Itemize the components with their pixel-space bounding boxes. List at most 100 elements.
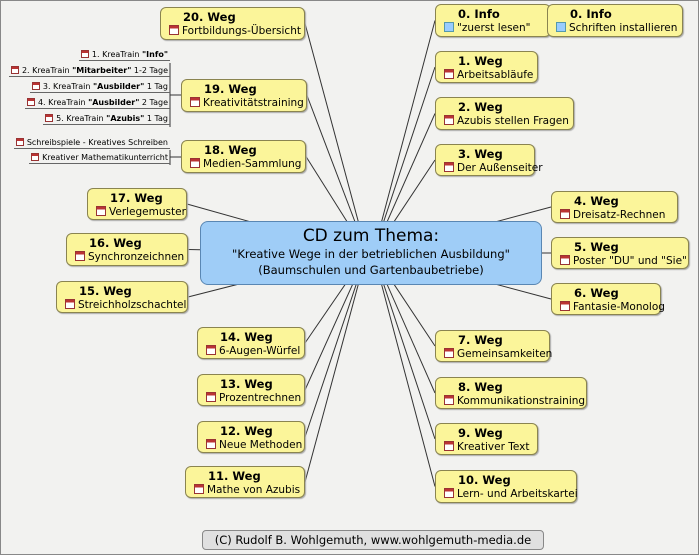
- topic-label: Streichholzschachtel: [78, 299, 187, 311]
- pdf-document-icon: [75, 251, 85, 261]
- topic-label: 6-Augen-Würfel: [219, 345, 301, 357]
- topic-title: 9. Weg: [458, 426, 503, 440]
- subtopic-text: 1. KreaTrain: [91, 50, 143, 59]
- pdf-document-icon: [444, 115, 454, 125]
- pdf-document-icon: [560, 301, 570, 311]
- subtopic-item[interactable]: Schreibspiele - Kreatives Schreiben: [13, 138, 170, 149]
- connector-line: [304, 252, 368, 483]
- pdf-document-icon: [444, 69, 454, 79]
- topic-title: 5. Weg: [574, 240, 619, 254]
- pdf-document-icon: [10, 66, 19, 74]
- subtopic-text: Schreibspiele - Kreatives Schreiben: [26, 138, 168, 147]
- subtopic-item[interactable]: 5. KreaTrain "Azubis" 1 Tag: [43, 114, 170, 125]
- pdf-document-icon: [206, 439, 216, 449]
- subtopic-item[interactable]: 3. KreaTrain "Ausbilder" 1 Tag: [29, 82, 170, 93]
- connector-line: [304, 23, 368, 254]
- topic-title: 4. Weg: [574, 194, 619, 208]
- subtopic-text: Kreativer Mathematikunterricht: [42, 153, 168, 162]
- pdf-document-icon: [80, 50, 89, 58]
- central-subtitle-2: (Baumschulen und Gartenbaubetriebe): [258, 263, 484, 277]
- pdf-document-icon: [560, 209, 570, 219]
- topic-label: Fortbildungs-Übersicht: [182, 25, 301, 37]
- subtopic-item[interactable]: 1. KreaTrain "Info": [78, 50, 170, 61]
- topic-label: Neue Methoden: [219, 439, 303, 451]
- subtopic-suffix: 1-2 Tage: [131, 66, 168, 75]
- topic-label: Verlegemuster: [109, 206, 186, 218]
- pdf-document-icon: [169, 25, 179, 35]
- subtopic-item[interactable]: Kreativer Mathematikunterricht: [29, 153, 170, 164]
- subtopic-bold: "Ausbilder": [88, 98, 140, 107]
- pdf-document-icon: [15, 138, 24, 146]
- topic-title: 0. Info: [458, 7, 500, 21]
- topic-label: Gemeinsamkeiten: [457, 348, 553, 360]
- subtopic-text: 4. KreaTrain: [37, 98, 89, 107]
- topic-label: Synchronzeichnen: [88, 251, 185, 263]
- topic-title: 18. Weg: [204, 143, 257, 157]
- topic-label: Mathe von Azubis: [207, 484, 301, 496]
- topic-label: Schriften installieren: [569, 22, 678, 34]
- topic-title: 6. Weg: [574, 286, 619, 300]
- central-topic[interactable]: CD zum Thema: "Kreative Wege in der betr…: [200, 221, 542, 285]
- subtopic-item[interactable]: 4. KreaTrain "Ausbilder" 2 Tage: [24, 98, 170, 109]
- central-subtitle: "Kreative Wege in der betrieblichen Ausb…: [232, 247, 510, 261]
- subtopic-bold: "Ausbilder": [92, 82, 145, 91]
- topic-title: 13. Weg: [220, 377, 273, 391]
- topic-label: Kreativitätstraining: [203, 97, 304, 109]
- subtopic-bold: "Mitarbeiter": [72, 66, 132, 75]
- subtopic-suffix: 1 Tag: [144, 82, 168, 91]
- topic-label: Kommunikationstraining: [457, 395, 586, 407]
- topic-title: 3. Weg: [458, 147, 503, 161]
- topic-title: 17. Weg: [110, 191, 163, 205]
- pdf-document-icon: [444, 162, 454, 172]
- pdf-document-icon: [206, 392, 216, 402]
- subtopic-bold: "Azubis": [106, 114, 145, 123]
- topic-label: Poster "DU" und "Sie": [573, 255, 687, 267]
- topic-label: Lern- und Arbeitskartei: [457, 488, 578, 500]
- connector-line: [372, 252, 436, 487]
- subtopic-item[interactable]: 2. KreaTrain "Mitarbeiter" 1-2 Tage: [8, 66, 170, 77]
- pdf-document-icon: [190, 97, 200, 107]
- topic-title: 11. Weg: [208, 469, 261, 483]
- topic-title: 20. Weg: [183, 10, 236, 24]
- pdf-document-icon: [190, 158, 200, 168]
- pdf-document-icon: [194, 484, 204, 494]
- pdf-document-icon: [560, 255, 570, 265]
- central-title: CD zum Thema:: [302, 226, 440, 246]
- subtopic-bold: "Info": [142, 50, 168, 59]
- copyright-footer: (C) Rudolf B. Wohlgemuth, www.wohlgemuth…: [202, 530, 544, 550]
- topic-title: 16. Weg: [89, 236, 142, 250]
- pdf-document-icon: [31, 153, 40, 161]
- topic-title: 10. Weg: [458, 473, 511, 487]
- topic-title: 2. Weg: [458, 100, 503, 114]
- topic-node[interactable]: 0. Info"zuerst lesen": [435, 4, 551, 37]
- pdf-document-icon: [444, 441, 454, 451]
- topic-label: Dreisatz-Rechnen: [573, 209, 666, 221]
- pdf-document-icon: [444, 488, 454, 498]
- pdf-document-icon: [31, 82, 40, 90]
- pdf-document-icon: [444, 348, 454, 358]
- subtopic-suffix: 1 Tag: [144, 114, 168, 123]
- topic-title: 19. Weg: [204, 82, 257, 96]
- topic-title: 0. Info: [570, 7, 612, 21]
